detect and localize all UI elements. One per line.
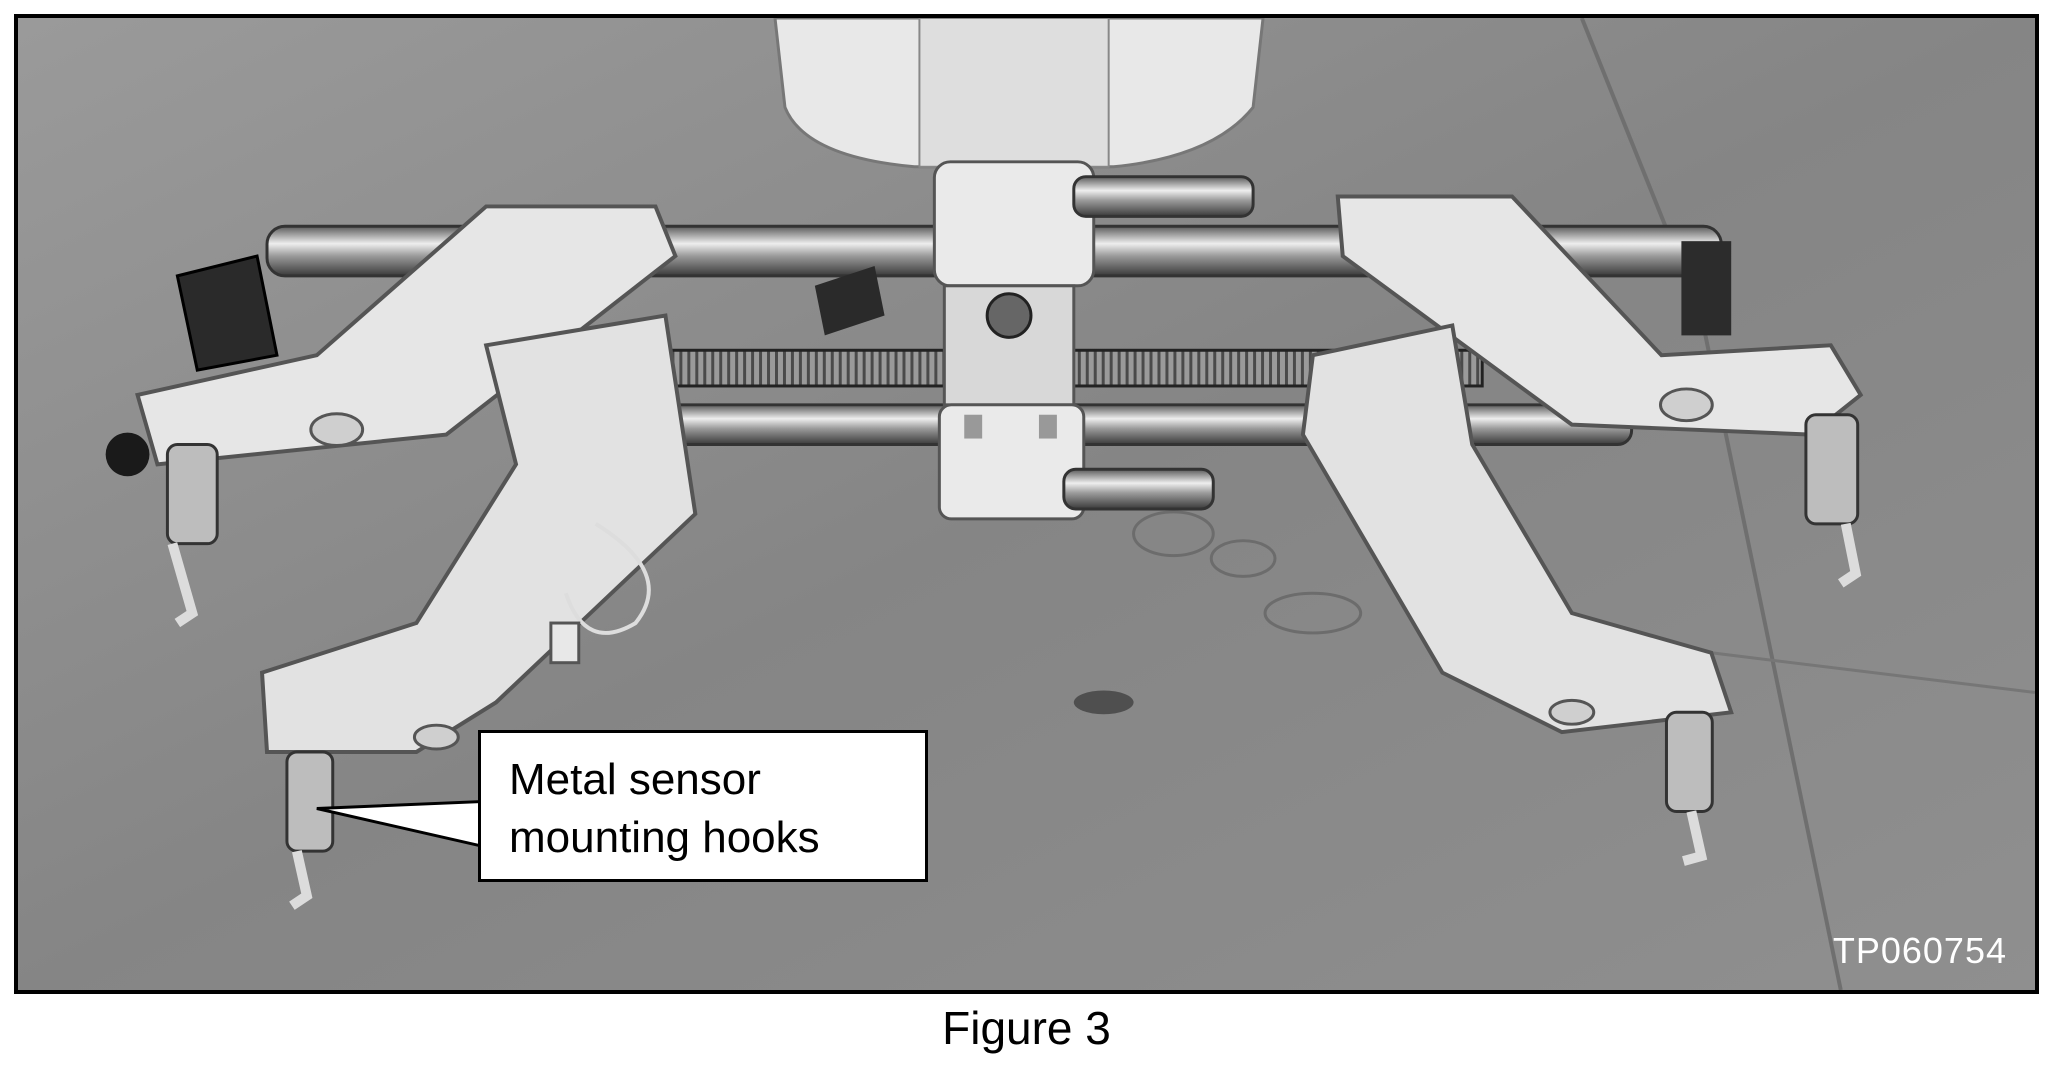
right-rear-hook-icon (1664, 710, 1714, 866)
right-front-hook-icon (1804, 413, 1862, 588)
photo-id: TP060754 (1832, 930, 2007, 971)
left-front-hook-icon (165, 443, 219, 628)
callout-line-2: mounting hooks (509, 813, 820, 862)
callout-label: Metal sensor mounting hooks (478, 730, 928, 882)
fixture-photo: TP060754 (14, 14, 2039, 994)
figure-caption: Figure 3 (942, 1002, 1111, 1054)
left-rear-hook-icon (285, 750, 335, 910)
wheel-clamp-fixture-illustration (18, 18, 2035, 990)
callout-line-1: Metal sensor (509, 755, 761, 804)
